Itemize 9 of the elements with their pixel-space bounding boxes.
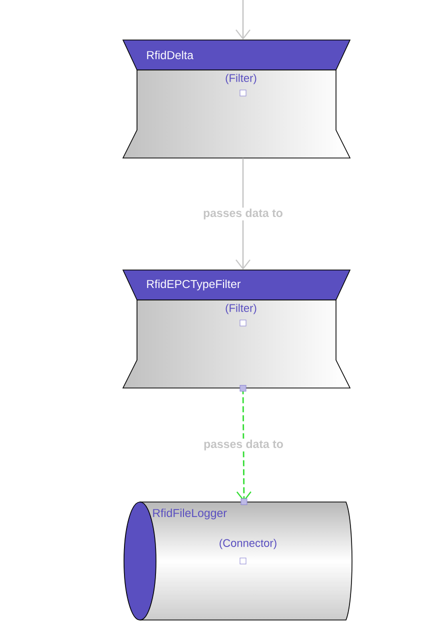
filter-box: RfidEPCTypeFilter (Filter)	[122, 270, 351, 388]
filter-box: RfidDelta (Filter)	[122, 40, 351, 158]
connector-cylinder: RfidFileLogger (Connector)	[124, 502, 352, 620]
arrow	[236, 158, 250, 270]
edge-label: passes data to	[202, 208, 284, 220]
arrow	[236, 0, 250, 40]
node-label: RfidDelta	[147, 50, 194, 60]
edge-label: passes data to	[202, 438, 284, 452]
node-label: RfidEPCTypeFilter	[147, 280, 241, 290]
